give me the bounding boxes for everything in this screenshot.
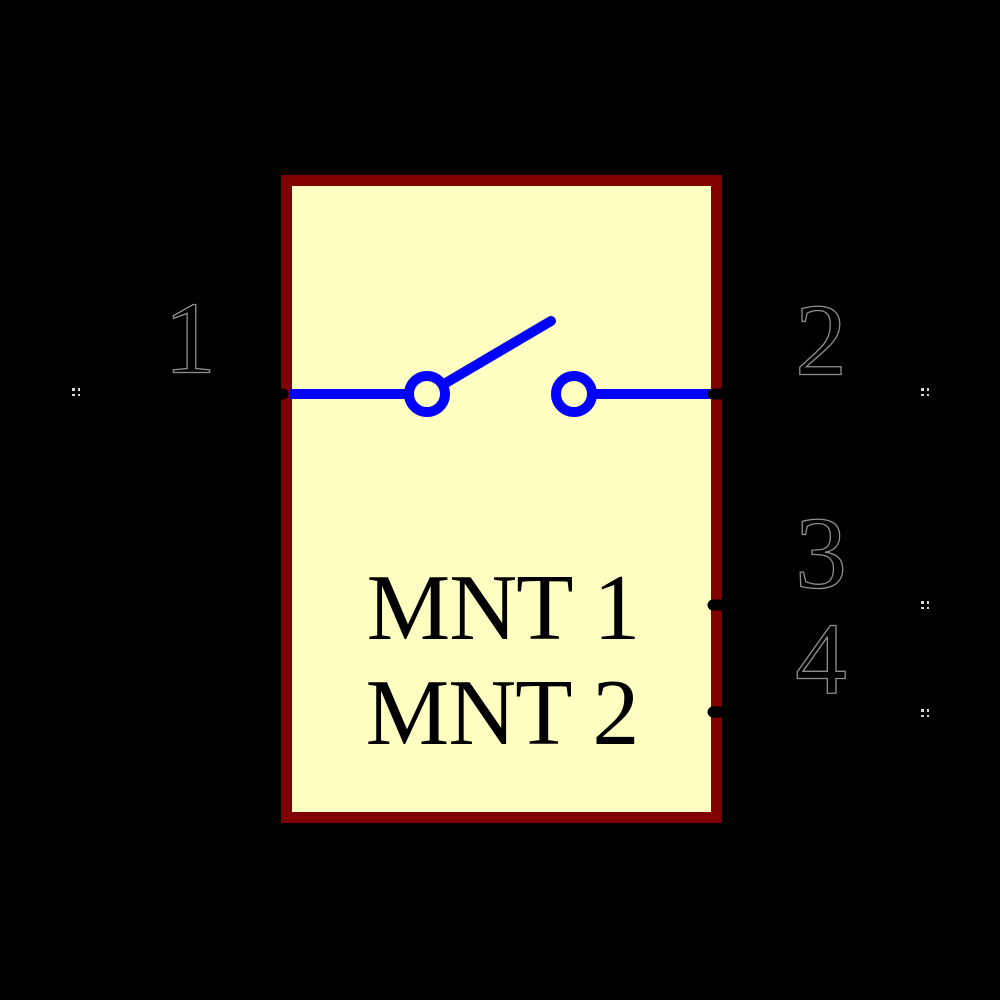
pin-1-number: 1 (164, 281, 217, 396)
switch-right-contact-icon (551, 371, 597, 417)
pin-1-type-marker-icon (72, 388, 80, 396)
pin-4-type-marker-icon (921, 709, 929, 717)
pin-4-number: 4 (795, 602, 848, 717)
symbol-label-mnt2: MNT 2 (365, 661, 640, 765)
pin-2-number: 2 (795, 283, 848, 398)
symbol-label-mnt1: MNT 1 (366, 556, 641, 660)
symbol-body[interactable] (281, 175, 722, 823)
pin-wires (89, 388, 924, 718)
pin-3-type-marker-icon (921, 601, 929, 609)
spst-switch-icon[interactable] (290, 316, 712, 417)
pin-2-type-marker-icon (921, 388, 929, 396)
switch-left-contact-icon (404, 371, 450, 417)
switch-lever-icon (439, 316, 556, 389)
pin-3-number: 3 (795, 496, 848, 611)
